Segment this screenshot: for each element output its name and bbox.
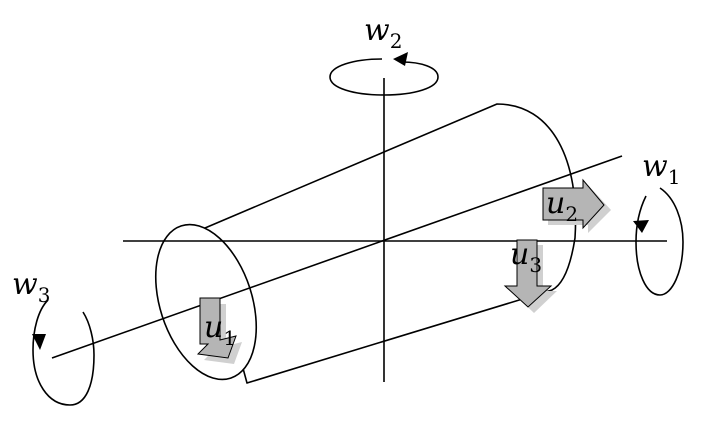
label-w3: w3 [12,267,50,307]
rotation-w3 [32,299,95,406]
translation-u2 [542,178,611,233]
rotation-w1 [633,187,684,296]
translation-u3 [503,239,557,313]
rotation-w2 [329,52,439,96]
diagonal-axis [51,155,623,359]
label-u2: u2 [546,186,578,226]
label-w2: w2 [364,13,402,53]
label-u1: u1 [204,310,236,350]
axes [51,78,667,382]
label-u3: u3 [510,237,542,277]
translation-u1 [196,297,242,364]
label-w1: w1 [642,149,680,189]
